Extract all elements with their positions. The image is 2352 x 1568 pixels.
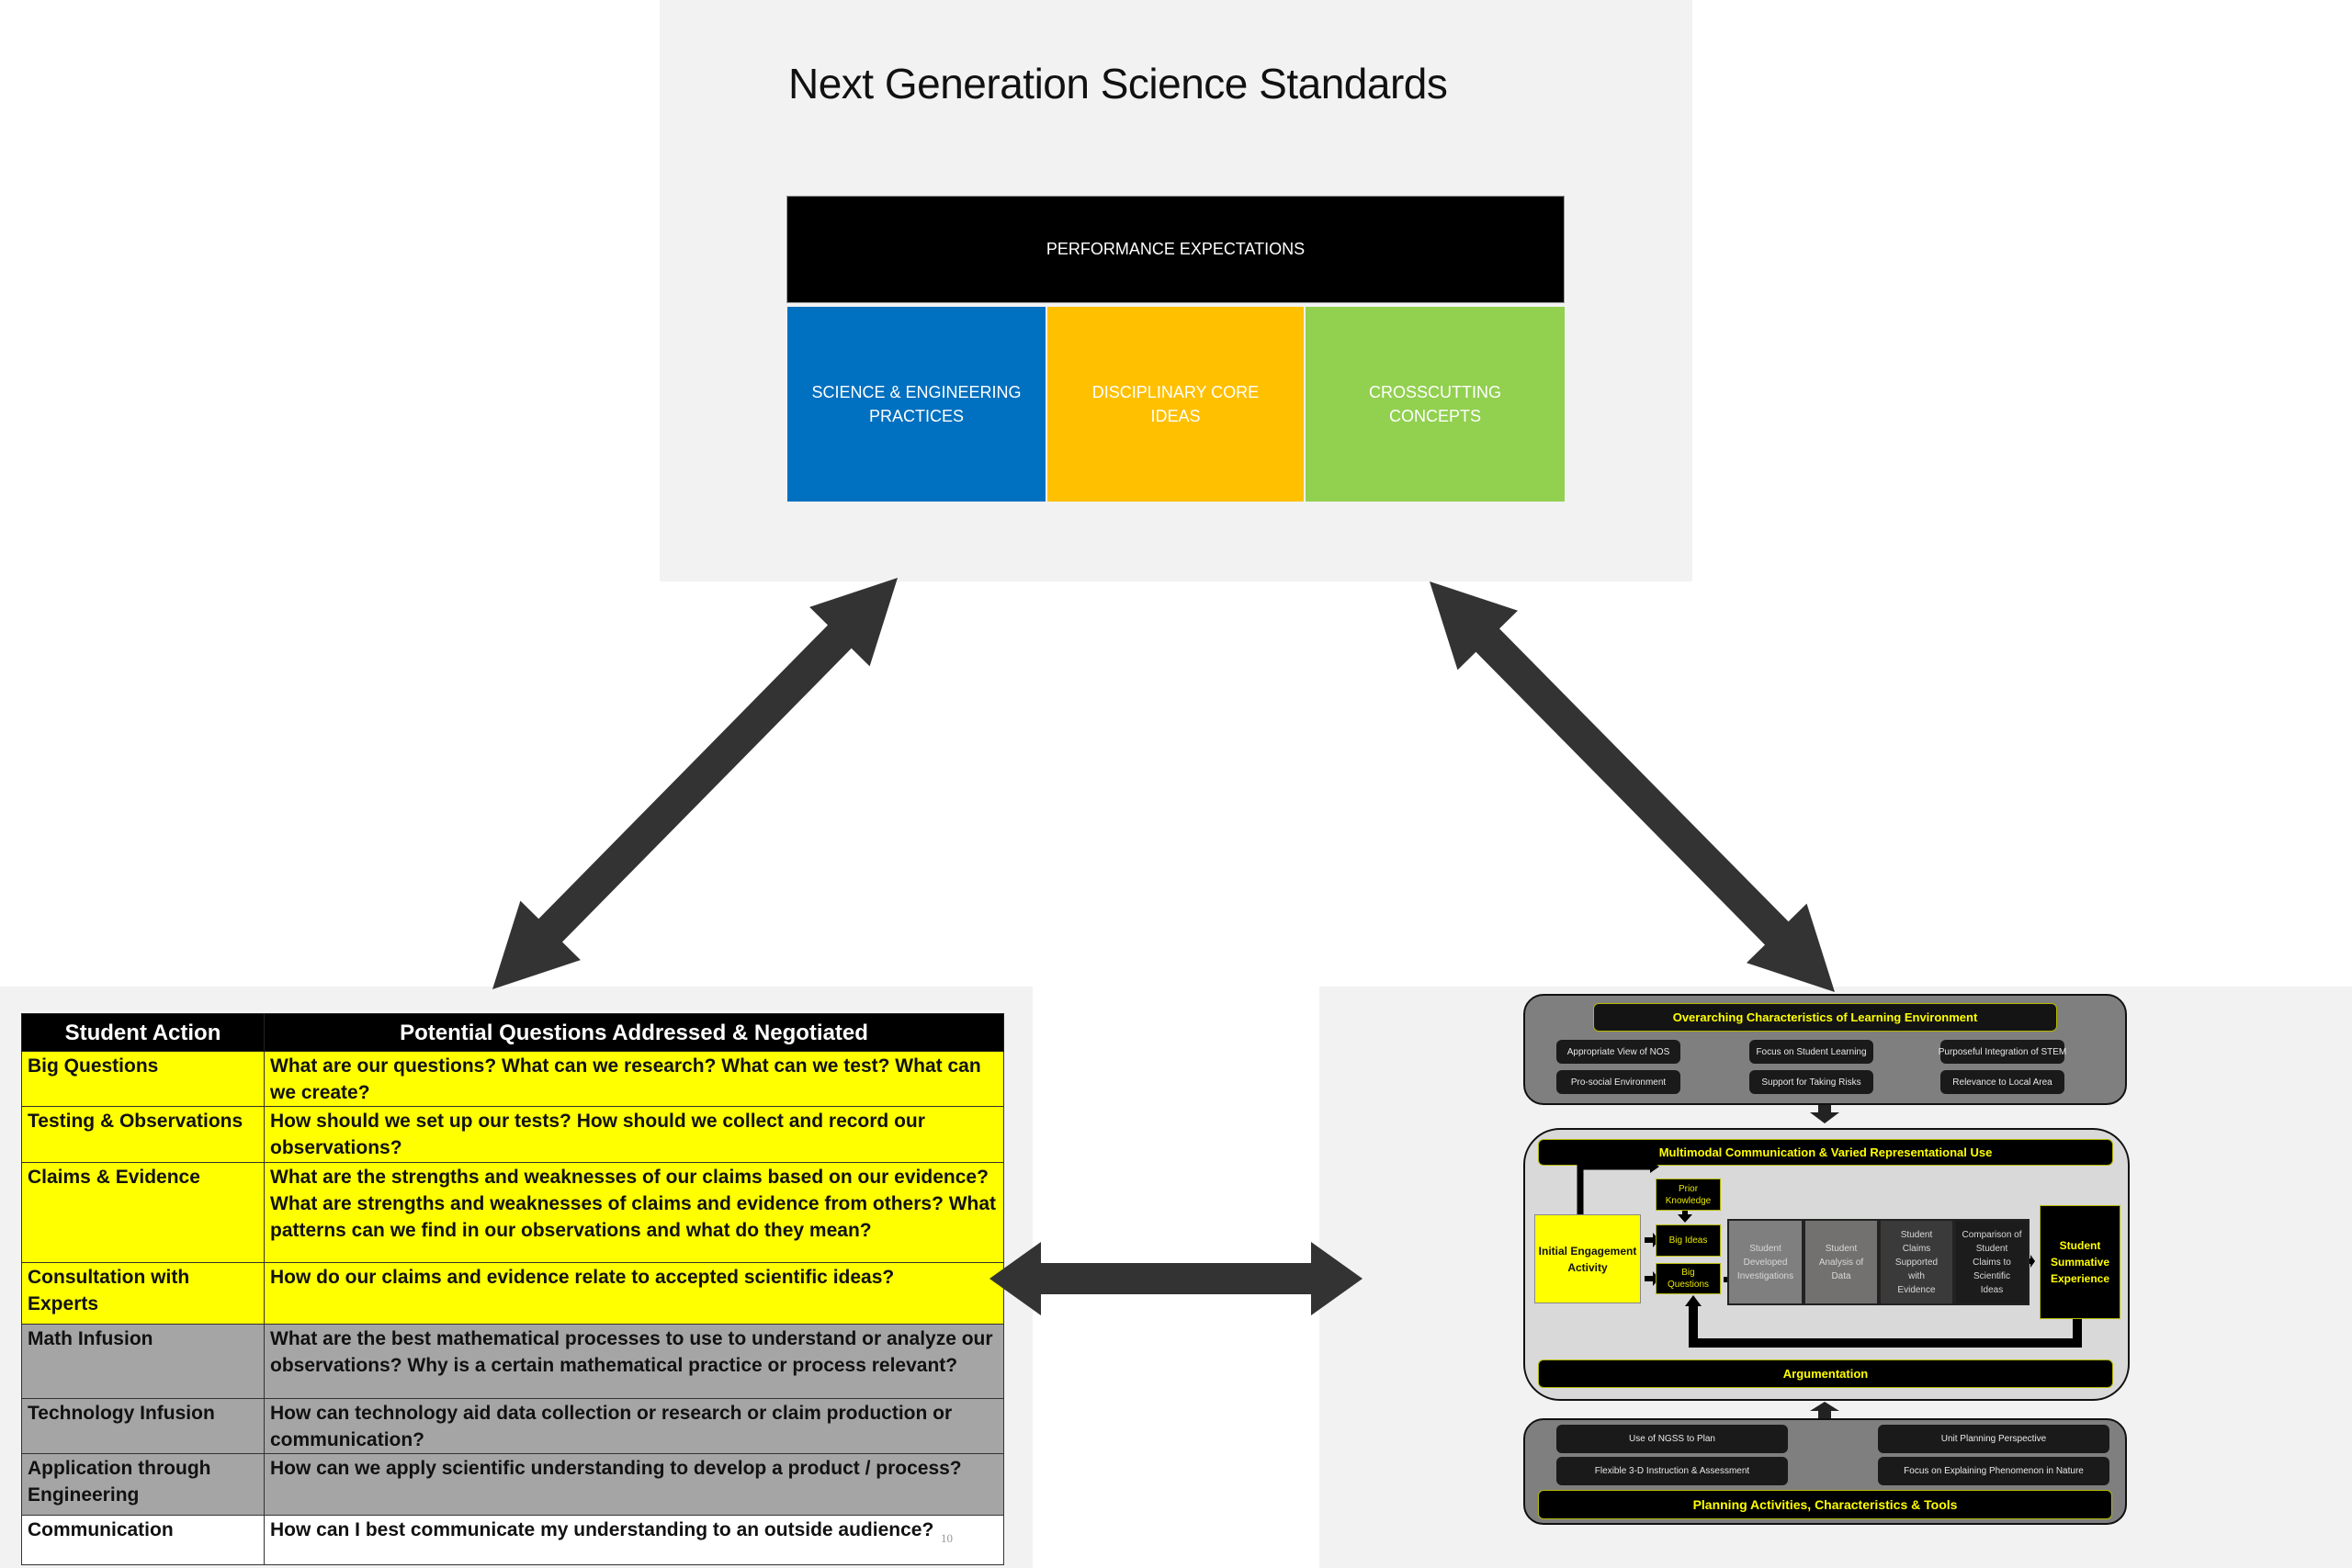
performance-expectations-bar: PERFORMANCE EXPECTATIONS — [786, 196, 1565, 303]
header-potential-questions: Potential Questions Addressed & Negotiat… — [264, 1013, 1004, 1052]
questions-table-slide: Student Action Potential Questions Addre… — [0, 987, 1033, 1568]
student-action-cell: Application through Engineering — [21, 1453, 265, 1516]
questions-cell: What are the strengths and weaknesses of… — [264, 1162, 1004, 1263]
ngss-title: Next Generation Science Standards — [788, 60, 1448, 107]
prior-arrowhead-icon — [1650, 1160, 1659, 1173]
student-action-cell: Math Infusion — [21, 1324, 265, 1399]
environment-title: Overarching Characteristics of Learning … — [1593, 1003, 2057, 1032]
student-action-cell: Technology Infusion — [21, 1398, 265, 1454]
page-number: 10 — [941, 1531, 953, 1545]
framework-slide: Overarching Characteristics of Learning … — [1319, 987, 2352, 1568]
multimodal-communication-bar: Multimodal Communication & Varied Repres… — [1538, 1139, 2113, 1166]
big-questions: Big Questions — [1656, 1263, 1721, 1294]
questions-cell: How can we apply scientific understandin… — [264, 1453, 1004, 1516]
questions-cell: How can I best communicate my understand… — [264, 1515, 1004, 1565]
dimension-science-engineering-practices: SCIENCE & ENGINEERING PRACTICES — [787, 307, 1046, 502]
feedback-loop-icon — [1689, 1304, 2082, 1348]
core-learning-cycle-box: Multimodal Communication & Varied Repres… — [1523, 1128, 2130, 1401]
big-ideas: Big Ideas — [1656, 1224, 1721, 1257]
flow-arrows — [1810, 1105, 1839, 1418]
ngss-to-table-arrow-icon — [492, 578, 898, 989]
questions-cell: How should we set up our tests? How shou… — [264, 1106, 1004, 1163]
env-item: Purposeful Integration of STEM — [1939, 1040, 2066, 1064]
feedback-arrowhead-icon — [1685, 1295, 1702, 1306]
process-step: Student Developed Investigations — [1729, 1221, 1802, 1303]
ngss-slide: Next Generation Science Standards PERFOR… — [660, 0, 1692, 581]
planning-box: Use of NGSS to Plan Unit Planning Perspe… — [1523, 1418, 2127, 1525]
planning-item: Use of NGSS to Plan — [1556, 1425, 1788, 1453]
initial-to-prior-arrow-icon — [1577, 1163, 1652, 1214]
learning-environment-box: Overarching Characteristics of Learning … — [1523, 994, 2127, 1105]
prior-to-ideas-arrow-icon — [1678, 1211, 1692, 1223]
student-action-cell: Consultation with Experts — [21, 1262, 265, 1325]
initial-engagement-activity: Initial Engagement Activity — [1534, 1214, 1641, 1303]
prior-knowledge: Prior Knowledge — [1656, 1179, 1721, 1211]
student-summative-experience: Student Summative Experience — [2040, 1205, 2120, 1319]
questions-table: Student Action Potential Questions Addre… — [21, 1013, 1004, 1565]
student-action-cell: Testing & Observations — [21, 1106, 265, 1163]
planning-title-bar: Planning Activities, Characteristics & T… — [1538, 1490, 2112, 1519]
ngss-to-framework-arrow-icon — [1430, 581, 1835, 992]
questions-cell: How can technology aid data collection o… — [264, 1398, 1004, 1454]
questions-cell: What are the best mathematical processes… — [264, 1324, 1004, 1399]
env-item: Support for Taking Risks — [1749, 1070, 1873, 1094]
student-action-cell: Claims & Evidence — [21, 1162, 265, 1263]
table-to-framework-arrow-icon — [989, 1242, 1363, 1315]
student-action-cell: Big Questions — [21, 1051, 265, 1107]
env-item: Pro-social Environment — [1556, 1070, 1680, 1094]
planning-item: Unit Planning Perspective — [1878, 1425, 2109, 1453]
table-header-row: Student Action Potential Questions Addre… — [21, 1013, 1004, 1052]
env-item: Appropriate View of NOS — [1556, 1040, 1680, 1064]
dimension-crosscutting-concepts: CROSSCUTTING CONCEPTS — [1306, 307, 1565, 502]
env-item: Focus on Student Learning — [1749, 1040, 1873, 1064]
planning-item: Flexible 3-D Instruction & Assessment — [1556, 1457, 1788, 1485]
student-action-cell: Communication — [21, 1515, 265, 1565]
process-to-summative-arrow-icon — [2026, 1255, 2035, 1268]
process-step: Student Analysis of Data — [1805, 1221, 1877, 1303]
planning-item: Focus on Explaining Phenomenon in Nature — [1878, 1457, 2109, 1485]
plan-to-core-arrow-icon — [1810, 1402, 1839, 1418]
dimension-disciplinary-core-ideas: DISCIPLINARY CORE IDEAS — [1047, 307, 1304, 502]
argumentation-bar: Argumentation — [1538, 1359, 2113, 1388]
env-item: Relevance to Local Area — [1940, 1070, 2064, 1094]
questions-cell: What are our questions? What can we rese… — [264, 1051, 1004, 1107]
env-to-core-arrow-icon — [1810, 1105, 1839, 1123]
process-step: Comparison of Student Claims to Scientif… — [1956, 1221, 2028, 1303]
header-student-action: Student Action — [21, 1013, 265, 1052]
process-step: Student Claims Supported with Evidence — [1881, 1221, 1952, 1303]
questions-cell: How do our claims and evidence relate to… — [264, 1262, 1004, 1325]
